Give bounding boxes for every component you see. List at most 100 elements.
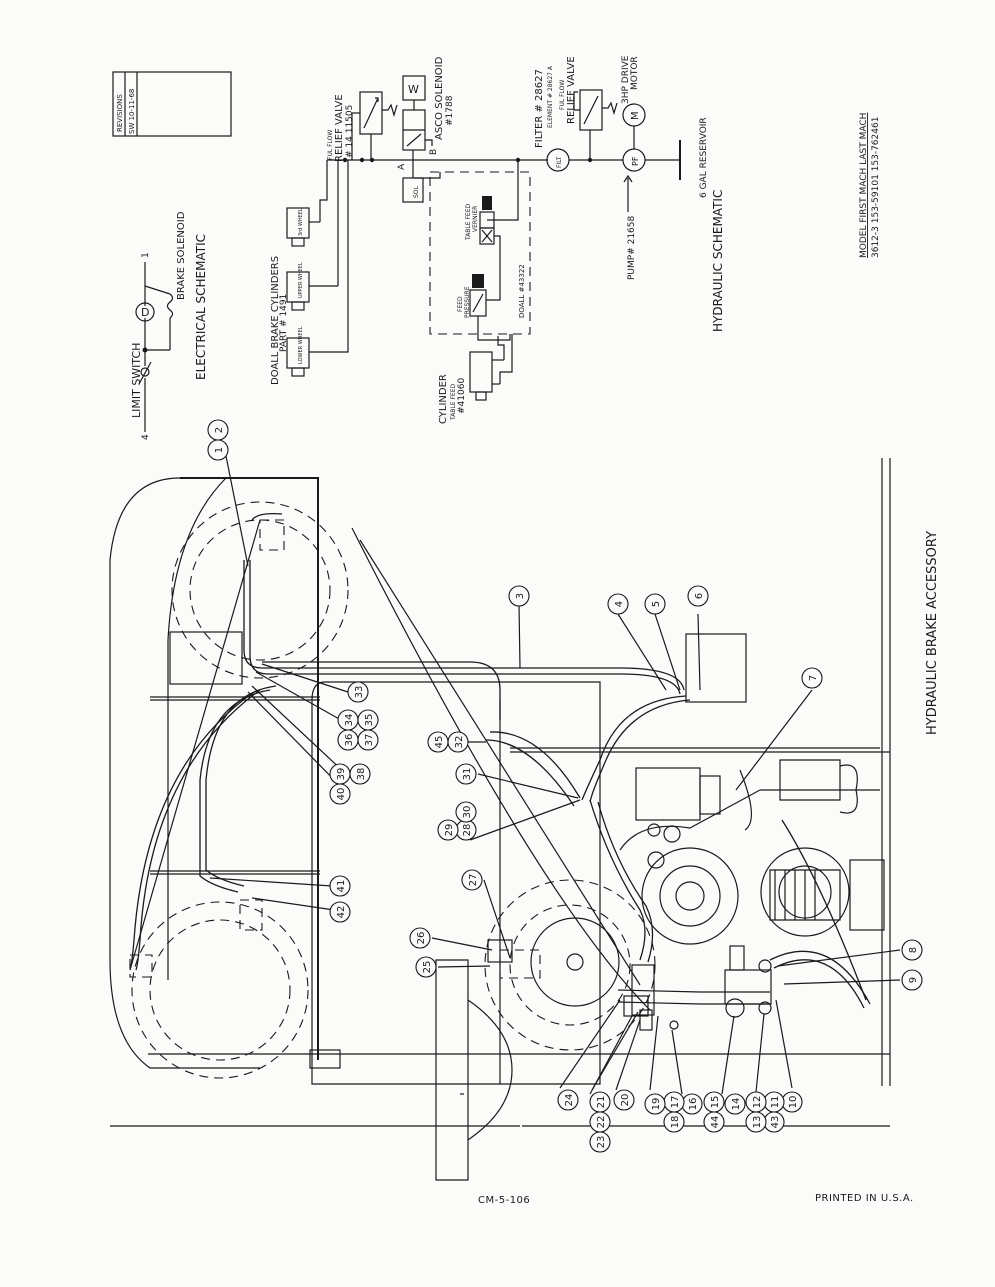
callout-10: 10 (788, 1096, 799, 1109)
terminal-1: 1 (141, 252, 151, 258)
asco-solenoid-valve: W SOL A B (397, 75, 439, 203)
callout-25: 25 (422, 961, 433, 974)
third-wheel-label: 3rd WHEEL (298, 208, 304, 236)
cylinder-number: #41060 (457, 378, 467, 414)
relief-valve-2-fulflow: FUL FLOW (559, 80, 566, 110)
table-feed-vernier-a: TABLE FEED (465, 204, 472, 241)
filter-label: FILTER # 28627 (534, 69, 545, 148)
table-feed-vernier-b: VERNIER (472, 206, 479, 232)
machine-frame-top (180, 477, 319, 1060)
callout-7: 7 (808, 675, 819, 681)
callout-19: 19 (651, 1098, 662, 1111)
callout-15: 15 (710, 1096, 721, 1109)
brake-cylinders-part: PART # 1491 (279, 294, 289, 352)
relay-label: D (141, 306, 149, 319)
callout-8: 8 (908, 947, 919, 953)
callout-4: 4 (614, 601, 625, 607)
brake-solenoid-label: BRAKE SOLENOID (176, 211, 187, 300)
callout-16: 16 (688, 1098, 699, 1111)
relay-coil-icon (135, 302, 155, 322)
callout-27: 27 (468, 874, 479, 887)
callout-29: 29 (444, 824, 455, 837)
callout-24: 24 (564, 1094, 575, 1107)
motor-symbol: M (630, 111, 641, 120)
callout-22: 22 (596, 1116, 607, 1129)
table-feed-vernier: TABLE FEED VERNIER (465, 196, 495, 245)
upper-wheel-label: UPPER WHEEL (298, 262, 304, 298)
callout-38: 38 (356, 768, 367, 781)
callout-21: 21 (596, 1096, 607, 1109)
doall-number: DOALL #43322 (518, 264, 526, 318)
table-feed-valve-enclosure (429, 171, 531, 335)
callout-12: 12 (752, 1096, 763, 1109)
document-number: CM-5-106 (478, 1195, 531, 1206)
callout-23: 23 (596, 1136, 607, 1149)
pump-symbol: PF (631, 156, 640, 166)
relief-valve-1-fulflow: FUL FLOW (327, 130, 334, 160)
callout-43: 43 (770, 1116, 781, 1129)
model-table-row: 3612-3 153-59101 153-762461 (871, 117, 881, 258)
callout-20: 20 (620, 1094, 631, 1107)
callout-14: 14 (731, 1098, 742, 1111)
printed-in-usa: PRINTED IN U.S.A. (815, 1193, 914, 1204)
feed-pressure-b: PRESSURE (464, 286, 471, 318)
relief-valve-1-number: # 14 11505 (345, 105, 355, 158)
callout-18: 18 (670, 1116, 681, 1129)
callout-34: 34 (344, 714, 355, 727)
model-table: MODEL FIRST MACH LAST MACH 3612-3 153-59… (859, 113, 881, 258)
brake-cylinder-third: 3rd WHEEL (286, 207, 320, 247)
asco-w-label: W (408, 83, 419, 96)
callout-2: 2 (214, 427, 225, 433)
callout-35: 35 (364, 714, 375, 727)
callout-31: 31 (462, 768, 473, 781)
electrical-schematic-title: ELECTRICAL SCHEMATIC (194, 234, 208, 380)
callout-3: 3 (515, 593, 526, 599)
callout-45: 45 (434, 736, 445, 749)
callout-6: 6 (694, 593, 705, 599)
revisions-header: REVISIONS (116, 94, 124, 132)
callout-36: 36 (344, 734, 355, 747)
relief-valve-2 (573, 89, 618, 131)
callout-26: 26 (416, 932, 427, 945)
cylinder-label: CYLINDER (438, 374, 449, 424)
brake-cylinder-upper: UPPER WHEEL (286, 262, 338, 311)
relief-valve-1 (351, 91, 398, 160)
table-feed-label: TABLE FEED (450, 384, 457, 421)
brake-cylinder-lower: LOWER WHEEL (286, 326, 330, 377)
electrical-schematic: D 4 1 LIMIT SWITCH BRAKE SOLENOID ELECTR… (130, 211, 208, 440)
revisions-block: REVISIONS SW 10-11-68 (112, 71, 232, 137)
callout-44: 44 (710, 1116, 721, 1129)
feed-pressure-valve: FEED PRESSURE (457, 274, 487, 318)
callout-1: 1 (214, 447, 225, 453)
hydraulic-schematic-title: HYDRAULIC SCHEMATIC (711, 190, 725, 332)
lower-wheel-label: LOWER WHEEL (298, 326, 304, 364)
callout-42: 42 (336, 906, 347, 919)
revision-entry: SW 10-11-68 (128, 89, 136, 134)
reservoir-label: 6 GAL RESERVOIR (699, 117, 709, 198)
callout-11: 11 (770, 1096, 781, 1109)
callout-17: 17 (670, 1096, 681, 1109)
relief-valve-1-label: RELIEF VALVE (334, 94, 345, 162)
port-b-label: B (429, 149, 439, 155)
brake-solenoid-coil-icon (166, 293, 174, 319)
limit-switch-label: LIMIT SWITCH (130, 343, 143, 418)
model-table-header: MODEL FIRST MACH LAST MACH (859, 113, 869, 258)
hydraulic-schematic: LOWER WHEEL UPPER WHEEL 3rd WHEEL (270, 55, 725, 424)
drive-motor-b: MOTOR (630, 56, 640, 90)
callout-33: 33 (354, 686, 365, 699)
pump-label: PUMP# 21658 (627, 215, 637, 280)
terminal-4: 4 (141, 434, 151, 440)
callout-5: 5 (651, 601, 662, 607)
callout-28: 28 (462, 824, 473, 837)
filter-element-label: ELEMENT # 28627 A (547, 65, 554, 128)
asco-sol-label: SOL (413, 185, 420, 198)
callout-13: 13 (752, 1116, 763, 1129)
brake-cylinders-label: DOALL BRAKE CYLINDERS (270, 256, 281, 385)
callout-37: 37 (364, 734, 375, 747)
assembly-drawing (109, 458, 891, 1181)
asco-solenoid-number: #1788 (445, 95, 455, 126)
drive-motor-a: 3HP DRIVE (621, 55, 631, 104)
callouts: 1 2 3 4 5 6 7 8 9 10 11 43 12 13 14 15 4… (207, 419, 923, 1153)
callout-39: 39 (336, 768, 347, 781)
